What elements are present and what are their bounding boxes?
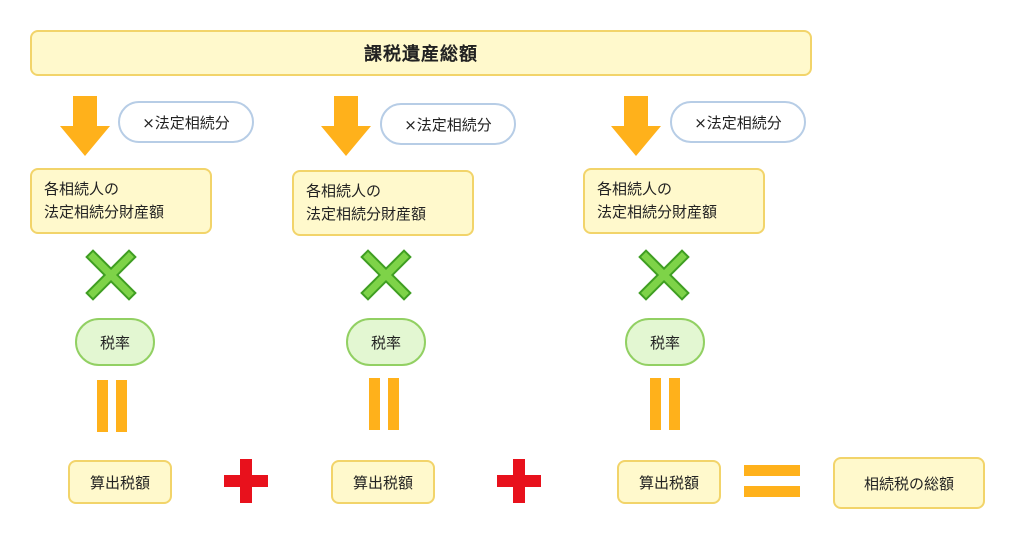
calculated-tax-label: 算出税額	[352, 473, 413, 492]
heir-legal-share-line1: 各相続人の	[44, 180, 120, 198]
heir-legal-share-box: 各相続人の 法定相続分財産額	[30, 168, 212, 234]
tax-rate-label: 税率	[649, 333, 680, 352]
heir-legal-share-line1: 各相続人の	[597, 180, 673, 198]
down-arrow-icon	[60, 96, 110, 156]
legal-share-multiplier: ×法定相続分	[118, 101, 254, 143]
legal-share-multiplier-label: ×法定相続分	[404, 115, 492, 134]
plus-icon	[224, 459, 268, 503]
heir-legal-share-line2: 法定相続分財産額	[306, 205, 427, 223]
tax-rate-label: 税率	[370, 333, 401, 352]
heir-legal-share-box: 各相続人の 法定相続分財産額	[583, 168, 765, 234]
calculated-tax-box: 算出税額	[617, 460, 721, 504]
multiply-icon	[638, 249, 690, 301]
multiply-icon	[85, 249, 137, 301]
equals-icon	[650, 378, 680, 430]
down-arrow-icon	[611, 96, 661, 156]
equals-icon	[97, 380, 127, 432]
inheritance-tax-total-box: 相続税の総額	[833, 457, 985, 509]
taxable-estate-total-box: 課税遺産総額	[30, 30, 812, 76]
legal-share-multiplier: ×法定相続分	[380, 103, 516, 145]
down-arrow-icon	[321, 96, 371, 156]
calculated-tax-label: 算出税額	[89, 473, 150, 492]
tax-rate-pill: 税率	[75, 318, 155, 366]
plus-icon	[497, 459, 541, 503]
heir-legal-share-line2: 法定相続分財産額	[597, 203, 718, 221]
calculated-tax-box: 算出税額	[331, 460, 435, 504]
calculated-tax-label: 算出税額	[638, 473, 699, 492]
heir-legal-share-box: 各相続人の 法定相続分財産額	[292, 170, 474, 236]
inheritance-tax-total-label: 相続税の総額	[863, 474, 954, 493]
heir-legal-share-line1: 各相続人の	[306, 182, 382, 200]
heir-legal-share-line2: 法定相続分財産額	[44, 203, 165, 221]
legal-share-multiplier-label: ×法定相続分	[142, 113, 230, 132]
tax-rate-pill: 税率	[625, 318, 705, 366]
equals-icon	[744, 465, 800, 497]
tax-rate-pill: 税率	[346, 318, 426, 366]
equals-icon	[369, 378, 399, 430]
tax-rate-label: 税率	[99, 333, 130, 352]
multiply-icon	[360, 249, 412, 301]
taxable-estate-total-label: 課税遺産総額	[364, 44, 478, 65]
legal-share-multiplier: ×法定相続分	[670, 101, 806, 143]
legal-share-multiplier-label: ×法定相続分	[694, 113, 782, 132]
calculated-tax-box: 算出税額	[68, 460, 172, 504]
